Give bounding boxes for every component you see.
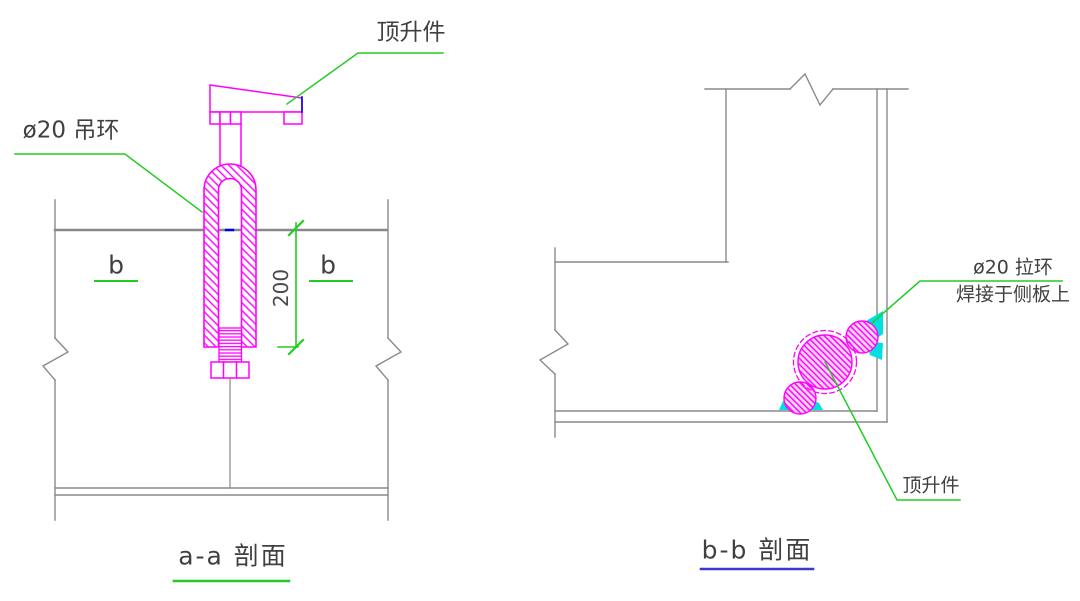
leader-pull-ring bbox=[870, 280, 1063, 325]
leader-jacking-piece-left bbox=[285, 52, 444, 106]
hex-nut bbox=[210, 361, 250, 379]
pull-ring-bar-lower bbox=[783, 381, 817, 415]
concrete-edge-right bbox=[374, 199, 403, 521]
leader-jacking-piece-right bbox=[823, 360, 961, 501]
threaded-rod-end bbox=[218, 327, 243, 363]
pull-ring-bar-upper bbox=[845, 320, 879, 354]
label-jacking-piece-left: 顶升件 bbox=[376, 19, 446, 46]
title-b-b-section: b-b 剖面 bbox=[701, 535, 813, 565]
label-lifting-ring: ø20 吊环 bbox=[22, 117, 120, 144]
title-a-a-section: a-a 剖面 bbox=[178, 541, 288, 571]
concrete-edge-left bbox=[41, 199, 70, 521]
bottom-flange-lines bbox=[54, 487, 389, 496]
label-pull-ring-line2: 焊接于侧板上 bbox=[955, 283, 1071, 306]
section-marker-b-left: b bbox=[108, 250, 124, 280]
corner-structure-outline bbox=[538, 72, 909, 438]
jacking-bar-clearance-dashed bbox=[792, 329, 858, 395]
dimension-200 bbox=[277, 219, 305, 356]
leader-lifting-ring bbox=[14, 153, 204, 214]
label-jacking-piece-right: 顶升件 bbox=[902, 474, 960, 497]
lifting-ring-shackle bbox=[203, 163, 257, 348]
dimension-200-text: 200 bbox=[269, 268, 293, 308]
section-b-b bbox=[538, 72, 1063, 571]
section-marker-b-right: b bbox=[320, 250, 336, 280]
shackle-rod bbox=[219, 123, 242, 169]
label-pull-ring-line1: ø20 拉环 bbox=[973, 256, 1053, 279]
section-a-a bbox=[14, 52, 444, 583]
jacking-piece-outline bbox=[209, 84, 303, 125]
